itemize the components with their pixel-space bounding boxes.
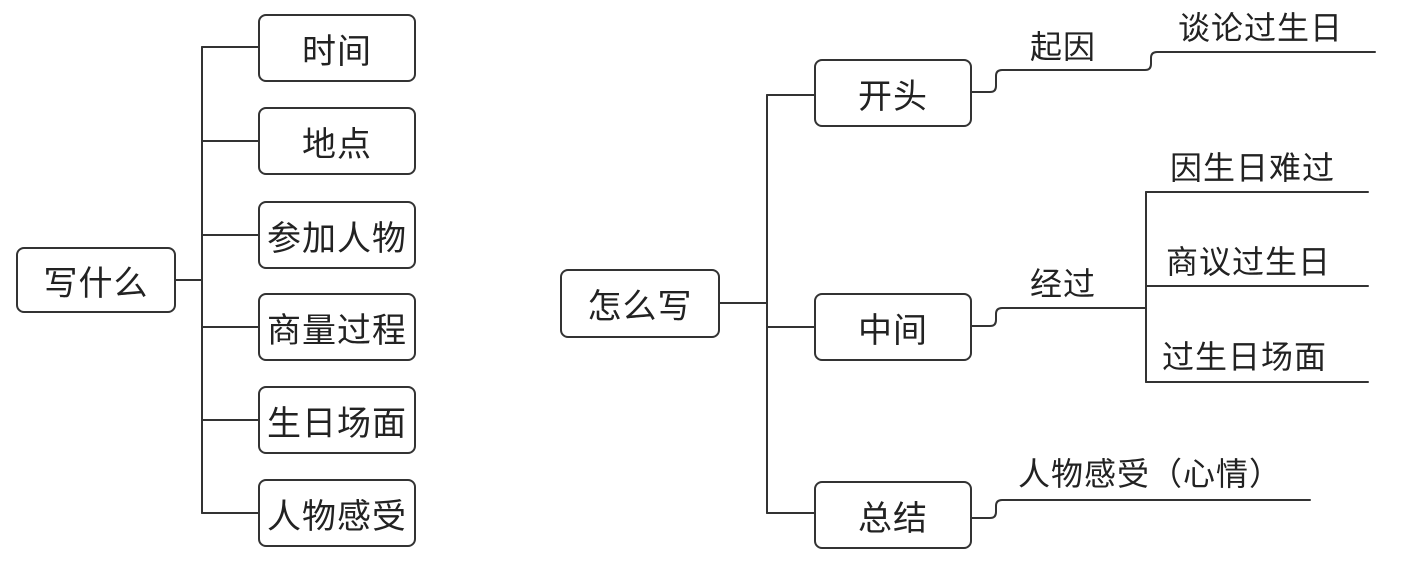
leaf-label-feelings-mood: 人物感受（心情） (1018, 455, 1283, 493)
branch-line-summary (970, 499, 1311, 519)
branch-label-process: 经过 (1030, 265, 1097, 303)
root-box-how-to-write: 怎么写 (560, 269, 720, 338)
section-box-opening: 开头 (814, 59, 972, 127)
leaf-label-plan-birthday: 商议过生日 (1166, 243, 1332, 281)
topic-box-birthday-scene: 生日场面 (258, 386, 416, 454)
leaf-label-talk-birthday: 谈论过生日 (1178, 9, 1344, 47)
topic-box-feelings: 人物感受 (258, 479, 416, 547)
branch-line-opening (970, 51, 1376, 93)
branch-line-middle (970, 307, 1147, 327)
topic-box-place: 地点 (258, 107, 416, 175)
section-box-middle: 中间 (814, 293, 972, 361)
root-box-what-to-write: 写什么 (16, 247, 176, 313)
topic-box-discussion-process: 商量过程 (258, 293, 416, 361)
branch-label-cause: 起因 (1030, 28, 1097, 66)
topic-box-time: 时间 (258, 14, 416, 82)
topic-box-participants: 参加人物 (258, 201, 416, 269)
section-box-summary: 总结 (814, 481, 972, 549)
leaf-label-sad-birthday: 因生日难过 (1170, 149, 1336, 187)
leaf-label-birthday-scene: 过生日场面 (1162, 338, 1328, 376)
